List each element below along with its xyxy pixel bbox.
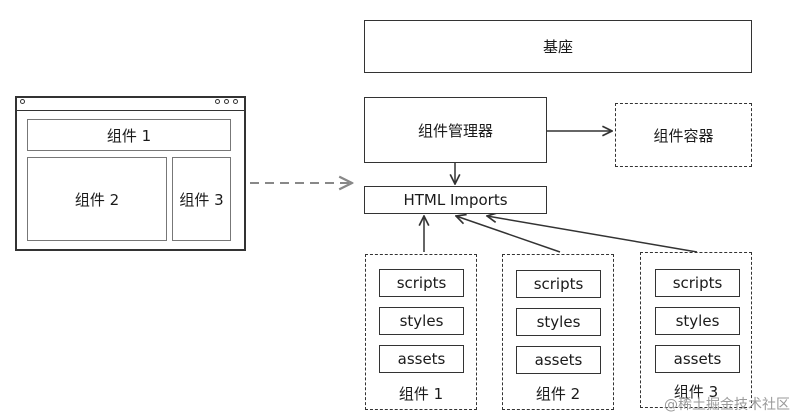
window-component-3: 组件 3 [172, 157, 231, 241]
assets-item: assets [516, 346, 601, 374]
component-container-label: 组件容器 [653, 126, 714, 145]
assets-item: assets [379, 345, 464, 373]
styles-item: styles [516, 308, 601, 336]
styles-label: styles [675, 312, 720, 330]
window-control-dot [20, 99, 25, 104]
package3-to-imports-arrow [487, 216, 698, 253]
scripts-item: scripts [516, 270, 601, 298]
html-imports-label: HTML Imports [403, 191, 508, 209]
window-control-dot [224, 99, 229, 104]
assets-item: assets [655, 345, 740, 373]
assets-label: assets [673, 350, 722, 368]
package-3-label: 组件 3 [673, 383, 719, 401]
package2-to-imports-arrow [456, 216, 561, 253]
assets-label: assets [397, 350, 446, 368]
scripts-item: scripts [379, 269, 464, 297]
component-container-box: 组件容器 [615, 103, 752, 167]
styles-item: styles [655, 307, 740, 335]
assets-label: assets [534, 351, 583, 369]
styles-label: styles [399, 312, 444, 330]
component-manager-label: 组件管理器 [417, 121, 493, 140]
window-titlebar [17, 98, 244, 111]
base-label: 基座 [542, 38, 573, 56]
scripts-label: scripts [396, 274, 447, 292]
styles-item: styles [379, 307, 464, 335]
window-component-2: 组件 2 [27, 157, 167, 241]
html-imports-box: HTML Imports [364, 186, 547, 214]
styles-label: styles [536, 313, 581, 331]
window-component-1-label: 组件 1 [106, 126, 152, 145]
window-control-dot [233, 99, 238, 104]
scripts-label: scripts [672, 274, 723, 292]
window-control-dot [215, 99, 220, 104]
watermark: @稀土掘金技术社区 [664, 397, 790, 413]
window-component-2-label: 组件 2 [74, 190, 120, 209]
package-2-label: 组件 2 [535, 385, 581, 403]
scripts-label: scripts [533, 275, 584, 293]
window-component-3-label: 组件 3 [179, 190, 224, 209]
component-manager-box: 组件管理器 [364, 97, 547, 163]
base-box: 基座 [364, 20, 752, 73]
package-1-label: 组件 1 [398, 385, 444, 403]
scripts-item: scripts [655, 269, 740, 297]
window-component-1: 组件 1 [27, 119, 231, 151]
